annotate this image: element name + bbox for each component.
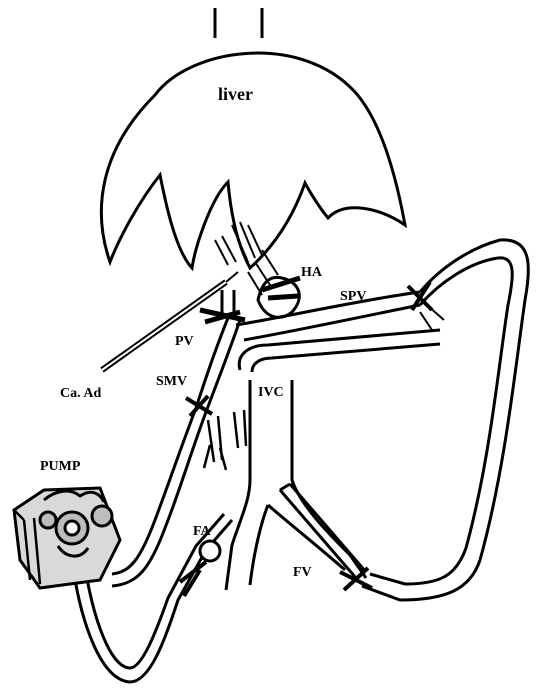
label-liver: liver xyxy=(218,84,253,104)
pump xyxy=(14,488,120,588)
label-fv: FV xyxy=(293,565,312,580)
fv-ligature xyxy=(340,568,372,590)
right-tube-loop xyxy=(362,240,528,600)
label-pv: PV xyxy=(175,334,194,349)
label-ca-ad: Ca. Ad xyxy=(60,386,101,401)
hepatic-vein-stubs xyxy=(215,8,262,38)
inferior-vena-cava xyxy=(226,380,366,590)
fv-catheter xyxy=(280,484,366,578)
label-smv: SMV xyxy=(156,374,187,389)
label-ha: HA xyxy=(301,265,323,280)
label-pump: PUMP xyxy=(40,459,81,474)
label-ivc: IVC xyxy=(258,385,284,400)
label-spv: SPV xyxy=(340,289,366,304)
spv-branches xyxy=(420,306,444,330)
label-fa: FA xyxy=(193,524,212,539)
smv-branches xyxy=(204,410,246,470)
